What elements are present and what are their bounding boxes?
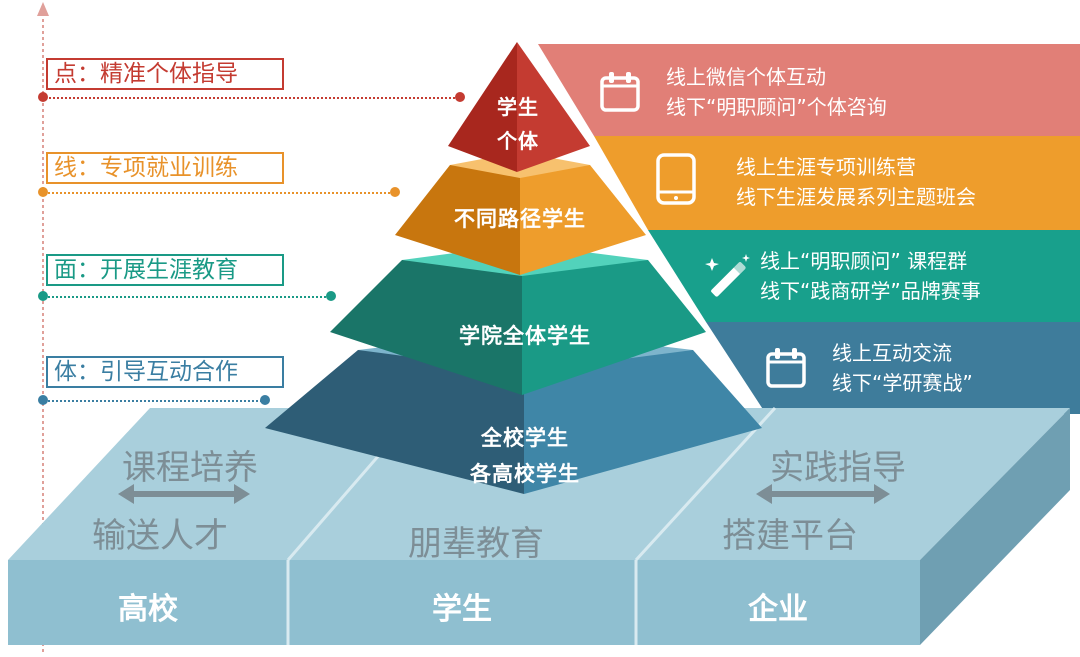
tier3-right-face: [522, 260, 706, 395]
tier1-line2: 个体: [497, 129, 539, 153]
connector-dot-point-end: [455, 92, 465, 102]
tier2-right-face: [520, 165, 646, 275]
tier4-left-face: [265, 350, 524, 494]
connector-dot-surface-end: [326, 291, 336, 301]
connector-line: [44, 192, 394, 194]
band-bg-red: [538, 44, 1080, 136]
base-student: 学生: [432, 592, 492, 627]
connector-dot-line: [38, 187, 48, 197]
base-enterprise: 企业: [748, 592, 808, 627]
band1-text: 线上微信个体互动 线下“明职顾问”个体咨询: [666, 62, 887, 122]
platform-right-top: 实践指导: [770, 448, 906, 488]
tier1-left-face: [448, 42, 517, 172]
tier1-text: 学生 个体: [478, 90, 558, 158]
tier3-left-face: [330, 260, 522, 395]
calendar-icon: [600, 72, 640, 112]
label-body: 体：引导互动合作: [46, 356, 284, 388]
tier1-line1: 学生: [497, 95, 539, 119]
band2-line1: 线上生涯专项训练营: [736, 155, 916, 179]
band4-line2: 线下“学研赛战”: [832, 371, 973, 395]
band4-line1: 线上互动交流: [832, 341, 952, 365]
connector-dot-body-end: [260, 395, 270, 405]
connector-dot-point: [38, 92, 48, 102]
platform-left-bottom: 输送人才: [92, 516, 228, 556]
double-arrow-right: [756, 484, 890, 504]
connector-dot-body: [38, 395, 48, 405]
band1-line1: 线上微信个体互动: [666, 65, 826, 89]
platform-right-bottom: 搭建平台: [722, 516, 858, 556]
band2-text: 线上生涯专项训练营 线下生涯发展系列主题班会: [736, 152, 976, 212]
platform-middle: 朋辈教育: [408, 524, 544, 564]
platform-divider-4: [634, 406, 777, 562]
platform-front: [8, 560, 920, 645]
connector-point: [44, 97, 459, 99]
band2-line2: 线下生涯发展系列主题班会: [736, 185, 976, 209]
tier2-left-face: [395, 165, 520, 275]
band3-line1: 线上“明职顾问” 课程群: [760, 249, 968, 273]
band-bg-teal: [648, 230, 1080, 322]
band-bg-blue: [706, 322, 1080, 414]
tier1-right-face: [517, 42, 590, 172]
magic-wand-icon: [705, 254, 750, 297]
tier2-text: 不同路径学生: [454, 207, 586, 231]
tier4-line2: 各高校学生: [470, 462, 580, 486]
platform-left-top: 课程培养: [122, 448, 258, 488]
band3-text: 线上“明职顾问” 课程群 线下“践商研学”品牌赛事: [760, 246, 981, 306]
band1-line2: 线下“明职顾问”个体咨询: [666, 95, 887, 119]
connector-dot-line-end: [390, 187, 400, 197]
connector-body: [44, 400, 266, 402]
base-university: 高校: [118, 592, 178, 627]
tier3-text: 学院全体学生: [459, 324, 591, 348]
band-bg-orange: [594, 136, 1080, 230]
tier4-text: 全校学生 各高校学生: [430, 420, 620, 492]
axis-arrowhead: [37, 2, 49, 16]
double-arrow-left: [118, 484, 250, 504]
connector-dot-surface: [38, 291, 48, 301]
tablet-icon: [656, 153, 696, 205]
connector-surface: [44, 296, 330, 298]
calendar-icon-2: [766, 348, 806, 388]
band3-line2: 线下“践商研学”品牌赛事: [760, 279, 981, 303]
label-line: 线：专项就业训练: [46, 152, 284, 184]
tier4-right-face: [524, 350, 762, 494]
tier4-line1: 全校学生: [481, 426, 569, 450]
platform-side: [920, 408, 1070, 645]
label-surface: 面：开展生涯教育: [46, 254, 284, 286]
band4-text: 线上互动交流 线下“学研赛战”: [832, 338, 973, 398]
label-point: 点：精准个体指导: [46, 58, 284, 90]
